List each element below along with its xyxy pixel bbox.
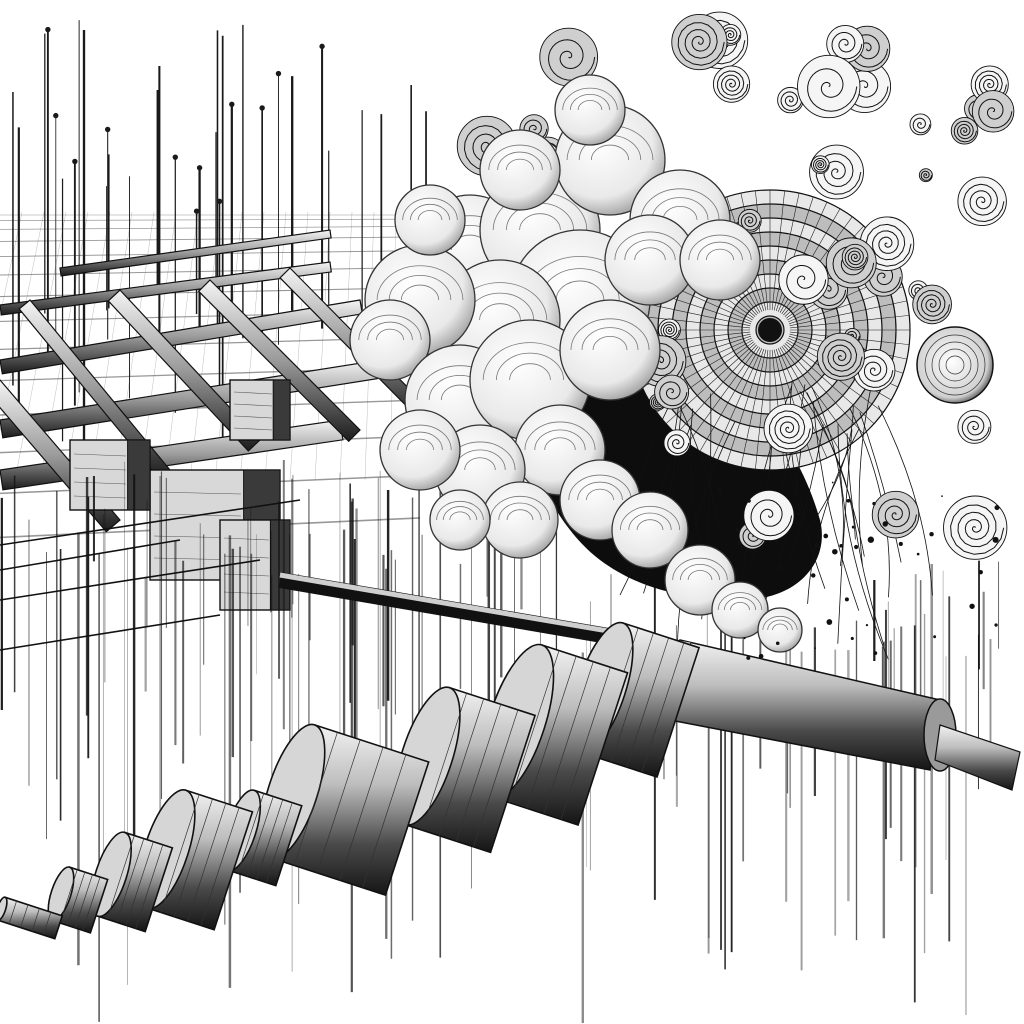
- swirl-cluster: [456, 11, 1015, 560]
- smoke-cloud: [349, 74, 803, 653]
- vertical-poles: [12, 20, 427, 450]
- machine-cylinder: [0, 621, 701, 940]
- ink-specks: [718, 481, 1000, 660]
